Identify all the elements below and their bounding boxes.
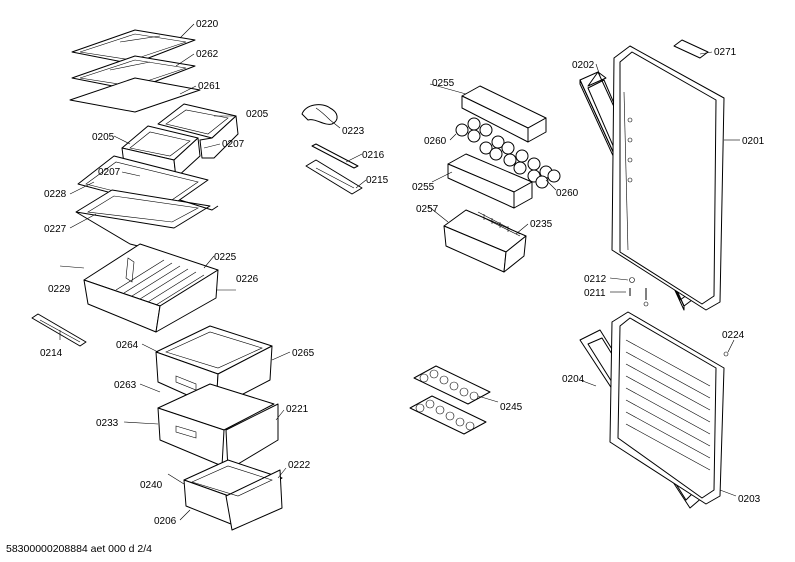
freezer-door-0203 [609,311,725,505]
label-0224: 0224 [722,330,745,341]
label-0245: 0245 [500,402,523,413]
label-0211: 0211 [584,288,606,299]
egg-tray-0260b [503,149,561,189]
label-0220: 0220 [196,19,219,30]
fridge-door-0201 [611,45,725,311]
label-0260-left: 0260 [424,136,447,147]
rail-0214 [31,313,87,347]
freezer-drawer-0206 [183,459,283,531]
label-0227: 0227 [44,224,67,235]
label-0257: 0257 [416,204,439,215]
label-0206: 0206 [154,516,177,527]
door-bin-lower-0255 [447,153,533,209]
egg-tray-0260a [455,117,515,161]
holder-0215 [305,159,363,195]
label-0240: 0240 [140,480,163,491]
label-0215: 0215 [366,175,389,186]
label-0262: 0262 [196,49,219,60]
label-0202: 0202 [572,60,595,71]
label-0263: 0263 [114,380,137,391]
label-0207-right: 0207 [222,139,245,150]
screw-0224 [723,351,729,357]
label-0222: 0222 [288,460,311,471]
label-0233: 0233 [96,418,119,429]
label-0201: 0201 [742,136,765,147]
bottle-bin-0257 [443,209,527,273]
label-0226: 0226 [236,274,259,285]
label-0225: 0225 [214,252,237,263]
crisper-drawer-0229 [83,243,219,333]
label-0214: 0214 [40,348,63,359]
freezer-drawer-0233 [157,383,279,471]
label-0255-upper: 0255 [432,78,455,89]
label-0229: 0229 [48,284,71,295]
label-0260-right: 0260 [556,188,579,199]
label-0228: 0228 [44,189,67,200]
label-0205-right: 0205 [246,109,269,120]
glass-plate-0261 [69,77,201,113]
small-drawer-right-0205 [157,103,239,159]
label-0221: 0221 [286,404,309,415]
ice-tray-0245 [409,365,491,435]
label-0255-lower: 0255 [412,182,435,193]
cap-0223 [301,104,338,125]
label-0235: 0235 [530,219,553,230]
glass-shelf-0220 [71,29,196,65]
label-0207-left: 0207 [98,167,121,178]
label-0205-left: 0205 [92,132,115,143]
label-0271 [673,39,709,59]
screw-0211 [629,288,649,307]
label-0265: 0265 [292,348,315,359]
label-0271: 0271 [714,47,737,58]
drawing-code: 58300000208884 aet 000 d 2/4 [6,543,152,555]
label-0264: 0264 [116,340,139,351]
hinge-pin-0212 [629,277,635,283]
leader-lines [59,23,740,521]
door-bin-upper-0255 [461,85,547,143]
label-0223: 0223 [342,126,365,137]
label-0212: 0212 [584,274,607,285]
label-0216: 0216 [362,150,385,161]
label-0203: 0203 [738,494,761,505]
label-0261: 0261 [198,81,221,92]
frame-0227 [75,189,219,247]
label-0204: 0204 [562,374,585,385]
